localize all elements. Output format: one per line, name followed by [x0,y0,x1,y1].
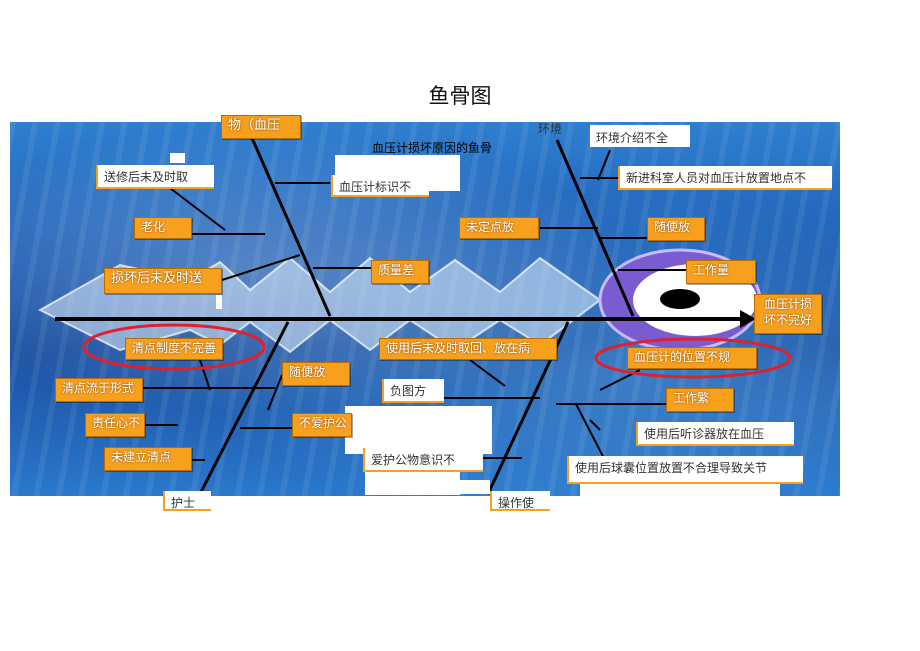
branch-send-repair [169,187,226,231]
label-quality: 质量差 [371,260,429,284]
label-no-inventory: 未建立清点 [104,447,192,471]
label-new-staff: 新进科室人员对血压计放置地点不 [618,166,832,190]
category-nurse: 护士 [163,491,211,511]
label-damaged-late: 损坏后未及时送 [104,268,222,294]
white-patch [440,480,490,494]
spine-arrowhead [740,310,756,328]
category-environment: 环境 [538,122,563,136]
label-bp-unaware: 血压计标识不 [331,175,429,197]
label-not-fixed: 未定点放 [459,217,539,239]
branch-env-intro [597,149,611,181]
label-cleaning: 清点制度不完善 [125,338,223,360]
label-workload: 工作量 [686,260,756,284]
white-patch [580,480,780,496]
label-bp-damaged: 血压计损坏不完好 [754,294,822,334]
branch-not-returned [469,359,506,387]
label-random-put: 随便放 [282,362,350,386]
highlight-cleaning [82,323,266,371]
label-not-returned: 使用后未及时取回、放在病 [379,338,557,360]
label-random-place: 随便放 [647,217,705,241]
category-material: 物（血压 [221,115,301,139]
bone-nurse [198,321,290,495]
label-public-care: 不爱护公 [292,413,352,437]
branch-damaged-late [221,254,301,281]
label-cleaning-form: 清点流于形式 [55,378,143,402]
diagram-subtitle: 血压计损坏原因的鱼骨 [372,141,493,155]
bone-material [250,137,332,317]
label-env-intro: 环境介绍不全 [590,126,680,146]
label-cuff-position: 使用后球囊位置放置不合理导致关节 [567,456,803,484]
page-title: 鱼骨图 [428,84,492,108]
white-patch [216,295,222,309]
branch-cleaning [199,359,211,391]
fish-eye [660,289,700,309]
label-send-repair: 送修后未及时取 [96,165,214,189]
label-stethoscope: 使用后听诊器放在血压 [636,422,794,446]
label-aging: 老化 [134,217,192,239]
label-busy: 工作繁 [666,388,734,412]
label-responsibility: 负图方 [382,379,444,403]
label-bp-location: 血压计的位置不规 [627,347,757,369]
branch-stethoscope [589,419,601,431]
category-operation: 操作使 [490,491,550,511]
branch-random-put [267,374,283,411]
highlight-bp-location [594,337,792,379]
label-public-care-awareness: 爱护公物意识不 [363,448,483,472]
white-patch [170,153,185,163]
label-no-shift: 责任心不 [85,413,145,437]
